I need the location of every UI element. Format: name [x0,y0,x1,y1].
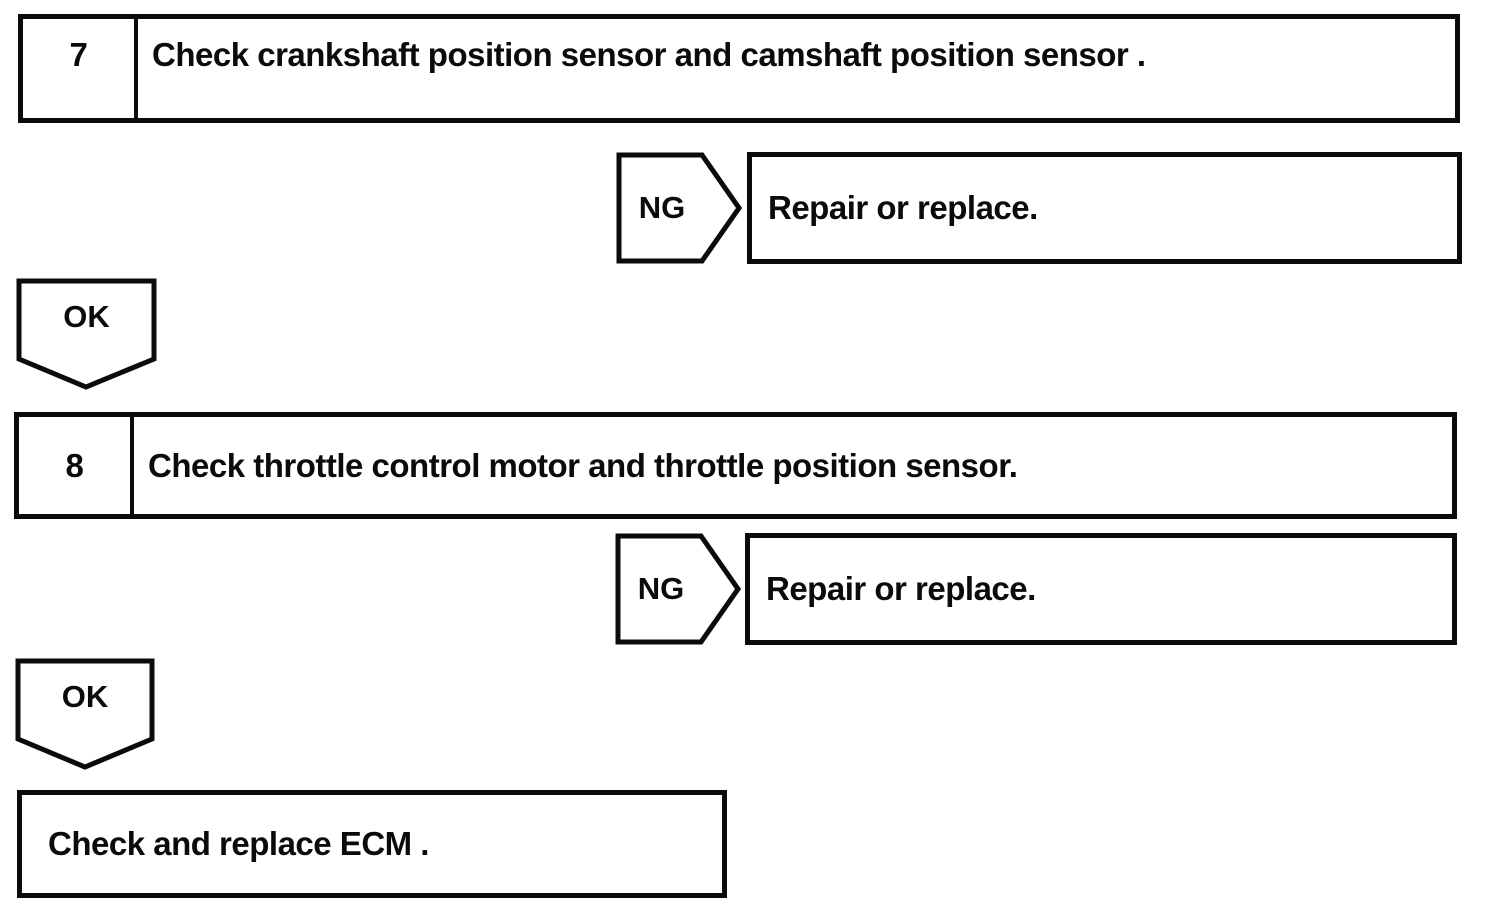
step-7-ok-label: OK [63,299,110,334]
step-7-number-cell: 7 [23,19,138,118]
final-action-box: Check and replace ECM . [17,790,727,898]
step-8-ok-label: OK [61,679,109,714]
step-8-ng-label: NG [637,571,685,606]
step-8-number: 8 [65,446,84,484]
final-action-text: Check and replace ECM . [48,825,429,862]
step-7-ng-label: NG [638,190,686,225]
step-7-ng-action-box: Repair or replace. [747,152,1462,264]
step-8-ng-connector: NG [615,533,741,645]
step-8-ok-connector: OK [15,658,155,770]
step-8-instruction: Check throttle control motor and throttl… [148,446,1018,484]
step-7-ng-connector: NG [616,152,742,264]
ok-tag-shape [16,278,157,390]
step-8-ng-action-text: Repair or replace. [766,570,1036,607]
step-7-instruction: Check crankshaft position sensor and cam… [152,36,1146,73]
step-8-ng-action-box: Repair or replace. [745,533,1457,645]
step-8-number-cell: 8 [19,417,134,514]
ok-tag-shape [15,658,155,770]
step-7-ok-connector: OK [16,278,157,390]
ng-arrow-shape [616,152,742,264]
step-7-ng-action-text: Repair or replace. [768,189,1038,226]
ng-arrow-shape [615,533,741,645]
step-8-box: 8 Check throttle control motor and throt… [14,412,1457,519]
step-7-number: 7 [69,36,88,73]
step-7-box: 7 Check crankshaft position sensor and c… [18,14,1460,123]
